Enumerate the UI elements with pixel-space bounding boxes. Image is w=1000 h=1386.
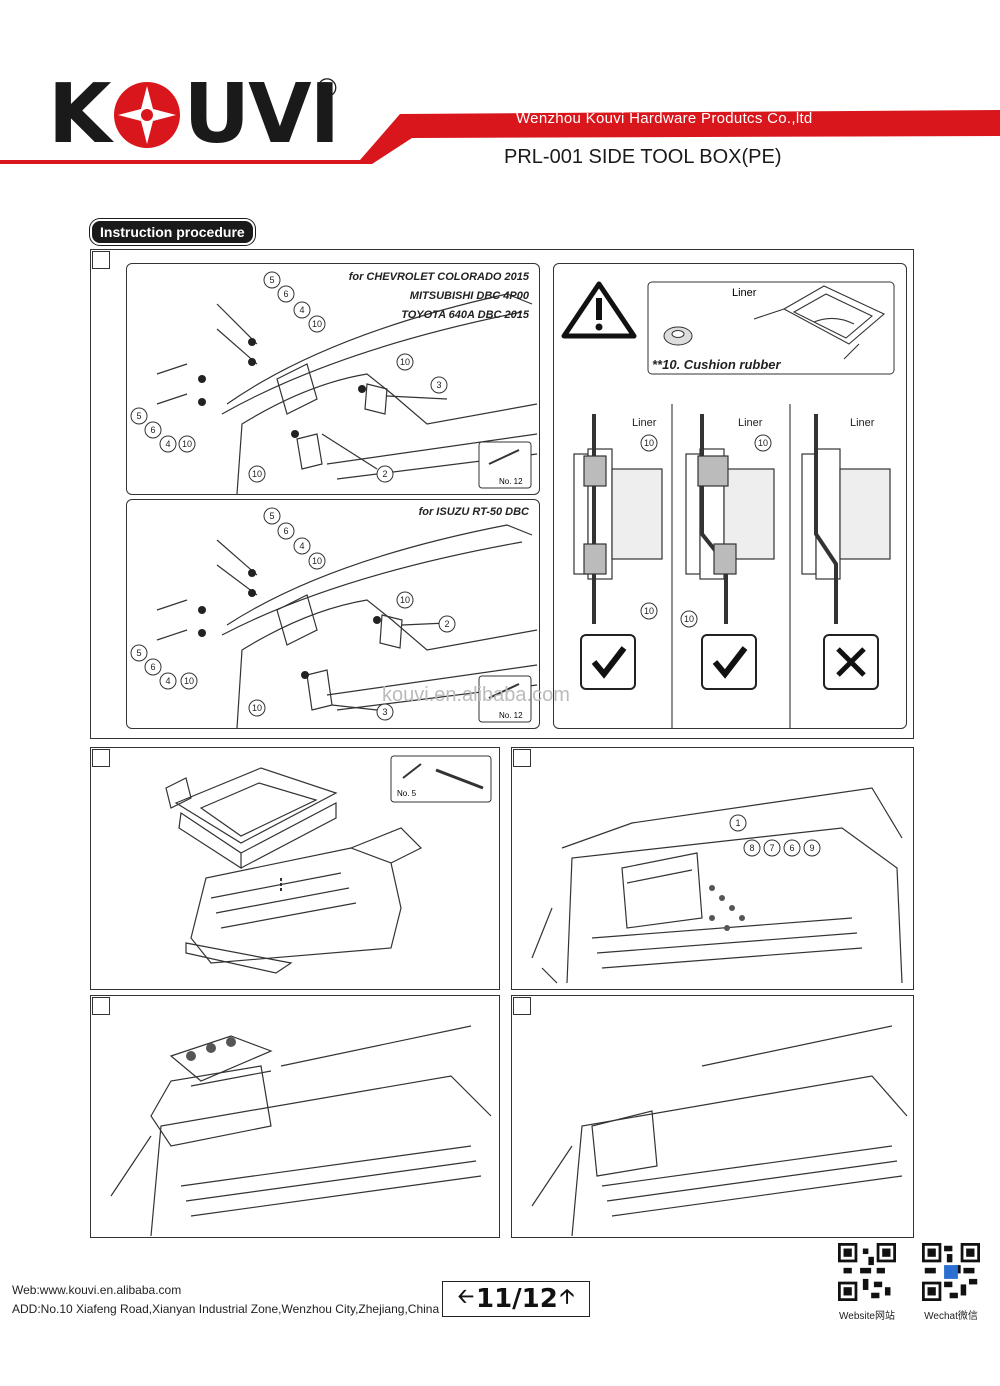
watermark: kouvi.en.alibaba.com [382, 684, 570, 706]
fit-line-2: MITSUBISHI DBC 4P00 [409, 290, 529, 302]
callout-2: 2 [382, 469, 387, 479]
cross-icon [836, 647, 866, 677]
callout-10b: 10 [182, 439, 192, 449]
callout-2: 2 [444, 619, 449, 629]
callout-9: 9 [809, 843, 814, 853]
tool-no12-label: No. 12 [499, 711, 523, 720]
logo-letter-k: K [48, 67, 112, 162]
liner-cushion-diagram: Liner [561, 281, 895, 375]
mounting-diagram-bottom: 5 6 4 10 5 6 4 10 10 2 3 10 No. 12 [130, 507, 538, 729]
step5-checkbox [513, 997, 531, 1015]
step4-lid-open-diagram [110, 1025, 492, 1237]
footer-address: ADD:No.10 Xiafeng Road,Xianyan Industria… [12, 1302, 440, 1316]
qr-wechat-label: Wechat微信 [924, 1311, 978, 1322]
callout-8: 8 [749, 843, 754, 853]
logo-star-icon [113, 82, 180, 148]
page-number: 11/12 [475, 1284, 558, 1314]
section-tag: Instruction procedure [90, 219, 255, 245]
arrow-left-icon: 🡠 [457, 1284, 474, 1308]
step5-panel [511, 995, 914, 1238]
mounting-diagram-top: 5 6 4 10 5 6 4 10 10 3 2 10 No. 12 [130, 271, 538, 495]
callout-6b: 6 [150, 662, 155, 672]
callout-10d: 10 [252, 703, 262, 713]
callout-7: 7 [769, 843, 774, 853]
company-name: Wenzhou Kouvi Hardware Produtcs Co.,ltd [516, 110, 813, 127]
callout-4b: 4 [165, 676, 170, 686]
callout-10d: 10 [252, 469, 262, 479]
qr-website-label: Website网站 [839, 1311, 895, 1322]
step1-liner-warning: Liner **10. Cushion rubber [553, 263, 907, 729]
footer-web: Web:www.kouvi.en.alibaba.com [12, 1283, 182, 1297]
callout-4: 4 [299, 541, 304, 551]
callout-3: 3 [436, 380, 441, 390]
step3-bolt-assembly-diagram: 1 8 7 6 9 [531, 787, 903, 984]
check-icon [591, 646, 627, 679]
header-red-band [0, 110, 1000, 164]
step5-installed-diagram [531, 1025, 908, 1237]
col1-callout-bottom: 10 [644, 606, 654, 616]
tool-no12-label: No. 12 [499, 477, 523, 486]
document-title: PRL-001 SIDE TOOL BOX(PE) [504, 146, 782, 168]
step4-checkbox [92, 997, 110, 1015]
callout-10b: 10 [184, 676, 194, 686]
callout-6: 6 [789, 843, 794, 853]
vehicle-fit-list: for CHEVROLET COLORADO 2015 MITSUBISHI D… [349, 268, 529, 325]
callout-4: 4 [299, 305, 304, 315]
arrow-up-icon: 🡡 [559, 1284, 575, 1308]
step1-checkbox [92, 251, 110, 269]
fit-line-1: for CHEVROLET COLORADO 2015 [348, 271, 529, 283]
step2-toolbox-placement-diagram: No. 5 [165, 755, 492, 974]
step4-panel [90, 995, 500, 1238]
callout-10: 10 [312, 556, 322, 566]
step3-checkbox [513, 749, 531, 767]
callout-5b: 5 [136, 648, 141, 658]
check-icon [712, 646, 748, 679]
col1-callout-top: 10 [644, 438, 654, 448]
col2-callout-top: 10 [758, 438, 768, 448]
callout-5: 5 [269, 275, 274, 285]
col3-liner-label: Liner [850, 417, 875, 429]
fit-line-3: TOYOTA 640A DBC 2015 [401, 309, 529, 321]
callout-10c: 10 [400, 357, 410, 367]
callout-4b: 4 [165, 439, 170, 449]
callout-6: 6 [283, 289, 288, 299]
fit-isuzu: for ISUZU RT-50 DBC [418, 506, 529, 518]
callout-6b: 6 [150, 425, 155, 435]
logo-letters-uvi: UVI [183, 67, 341, 162]
step1-diagram-top: 5 6 4 10 5 6 4 10 10 3 2 10 No. 12 for C… [126, 263, 540, 495]
callout-1: 1 [735, 818, 740, 828]
wechat-qr-icon [922, 1243, 980, 1301]
col2-liner-label: Liner [738, 417, 763, 429]
callout-3: 3 [382, 707, 387, 717]
callout-10: 10 [312, 319, 322, 329]
cushion-rubber-label: **10. Cushion rubber [652, 357, 781, 372]
inset-liner-label: Liner [732, 287, 757, 299]
callout-6: 6 [283, 526, 288, 536]
callout-5b: 5 [136, 411, 141, 421]
callout-5: 5 [269, 511, 274, 521]
callout-10c: 10 [400, 595, 410, 605]
tool-no5-label: No. 5 [397, 789, 417, 798]
kouvi-logo: K UVI [48, 67, 341, 162]
registered-mark: ® [314, 74, 340, 104]
col2-callout-bottom: 10 [684, 614, 694, 624]
step2-panel: No. 5 [90, 747, 500, 990]
website-qr-icon [838, 1243, 896, 1301]
step1-diagram-bottom: 5 6 4 10 5 6 4 10 10 2 3 10 No. 12 for I… [126, 499, 540, 729]
step3-panel: 1 8 7 6 9 [511, 747, 914, 990]
liner-columns: 10 10 10 10 Liner Liner Liner [573, 404, 891, 728]
col1-liner-label: Liner [632, 417, 657, 429]
page-indicator: 🡠 11/12 🡡 [442, 1281, 590, 1317]
step2-checkbox [92, 749, 110, 767]
